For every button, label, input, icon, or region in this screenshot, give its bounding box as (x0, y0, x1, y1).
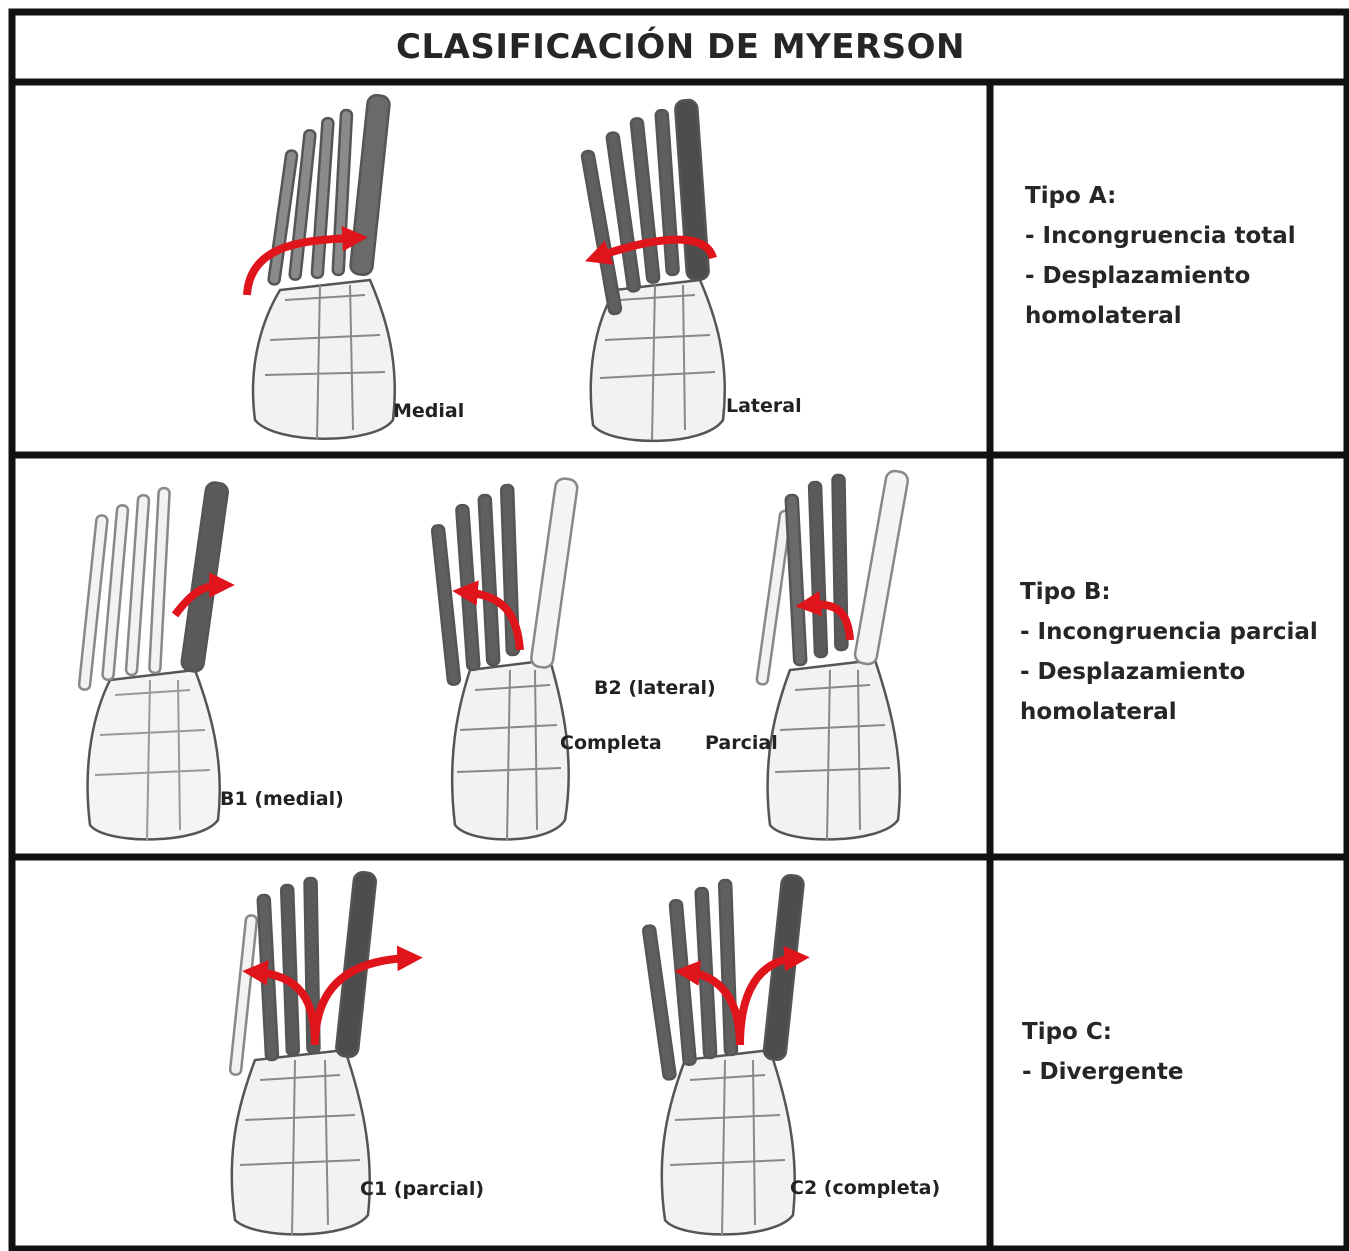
label-lateral: Lateral (726, 395, 802, 417)
description-line: - Incongruencia parcial (1020, 612, 1318, 652)
label-b1-medial: B1 (medial) (220, 788, 344, 810)
label-c1-parcial: C1 (parcial) (360, 1178, 484, 1200)
foot-b2-completa (432, 477, 579, 840)
description-line: homolateral (1025, 296, 1296, 336)
label-c2-completa: C2 (completa) (790, 1177, 940, 1199)
description-line: Tipo A: (1025, 176, 1296, 216)
description-line: - Divergente (1022, 1052, 1184, 1092)
foot-a-lateral (581, 99, 725, 440)
description-tipo-b: Tipo B: - Incongruencia parcial - Despla… (1020, 572, 1318, 732)
description-line: homolateral (1020, 692, 1318, 732)
description-line: Tipo B: (1020, 572, 1318, 612)
figure-title: CLASIFICACIÓN DE MYERSON (14, 14, 1347, 80)
label-medial: Medial (393, 400, 464, 422)
foot-b1-medial (79, 481, 229, 840)
description-line: - Desplazamiento (1025, 256, 1296, 296)
foot-c2-completa (643, 874, 805, 1235)
description-line: - Desplazamiento (1020, 652, 1318, 692)
foot-a-medial (247, 94, 395, 440)
description-tipo-c: Tipo C: - Divergente (1022, 1012, 1184, 1092)
label-parcial: Parcial (705, 732, 778, 754)
description-tipo-a: Tipo A: - Incongruencia total - Desplaza… (1025, 176, 1296, 336)
description-line: - Incongruencia total (1025, 216, 1296, 256)
foot-b2-parcial (756, 470, 909, 840)
label-completa: Completa (560, 732, 662, 754)
description-line: Tipo C: (1022, 1012, 1184, 1052)
label-b2-lateral: B2 (lateral) (594, 677, 716, 699)
